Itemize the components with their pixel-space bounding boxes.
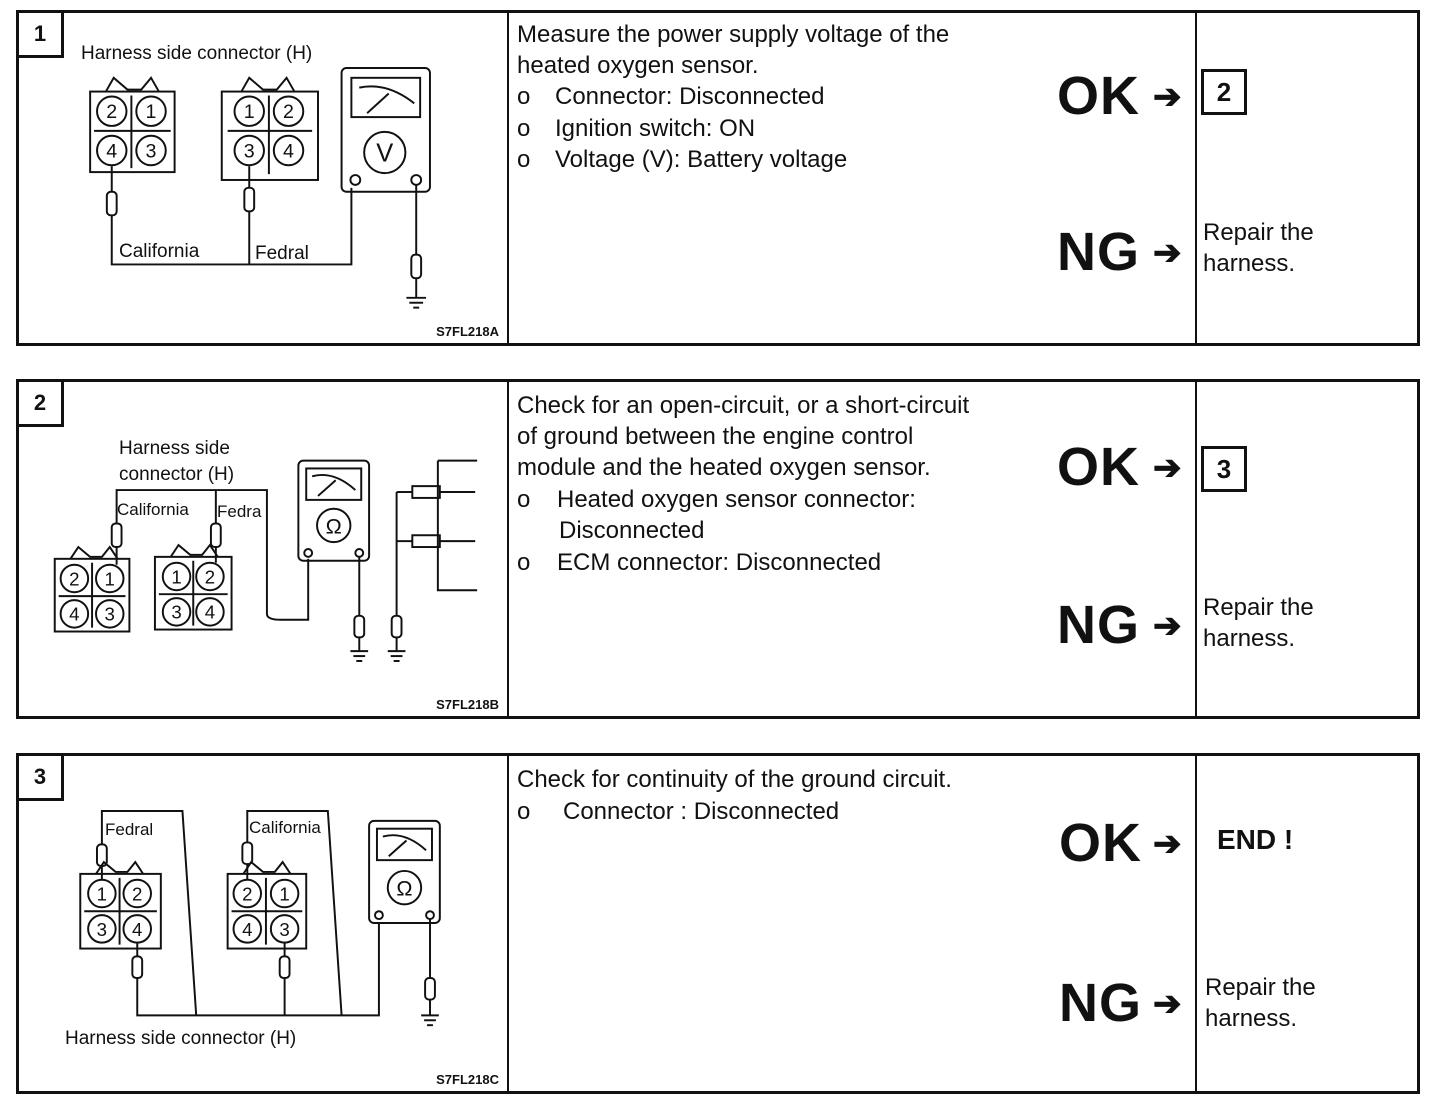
description-line: Measure the power supply voltage of the — [517, 21, 950, 48]
ng-label: NG — [1057, 222, 1140, 282]
meter-symbol: Ω — [396, 876, 412, 901]
pin-label: 4 — [242, 919, 252, 940]
step-1-description: Measure the power supply voltage of the … — [507, 13, 1197, 343]
goto-step-box: 2 — [1201, 69, 1247, 115]
ok-label: OK — [1057, 437, 1140, 497]
ok-label: OK — [1059, 813, 1142, 873]
arrow-right-icon: ➔ — [1153, 607, 1182, 645]
arrow-right-icon: ➔ — [1153, 78, 1182, 116]
arrow-right-icon: ➔ — [1153, 985, 1182, 1023]
bullet-mark: o — [517, 549, 531, 576]
step-1: 1 Harness side connector (H) — [16, 10, 1420, 346]
bullet-text: Heated oxygen sensor connector: — [557, 486, 916, 513]
harness-label-line: connector (H) — [119, 464, 235, 485]
ng-result-line: Repair the — [1203, 594, 1314, 621]
pin-label: 1 — [279, 883, 289, 904]
pin-label: 3 — [244, 140, 255, 162]
pin-label: 3 — [279, 919, 289, 940]
step-number: 1 — [19, 13, 64, 58]
meter-symbol: V — [376, 139, 393, 167]
ng-result-line: Repair the — [1205, 974, 1316, 1001]
bullet-mark: o — [517, 798, 531, 825]
step-number: 3 — [19, 756, 64, 801]
pin-label: 2 — [205, 566, 215, 587]
bullet-text: Ignition switch: ON — [555, 115, 756, 142]
pin-label: 3 — [97, 919, 107, 940]
pin-label: 2 — [132, 883, 142, 904]
figure-code: S7FL218A — [436, 324, 499, 339]
description-line: of ground between the engine control — [517, 423, 914, 450]
step-2-result: 3 Repair the harness. — [1195, 382, 1417, 716]
arrow-right-icon: ➔ — [1153, 449, 1182, 487]
pin-label: 3 — [146, 140, 157, 162]
pin-label: 3 — [105, 604, 115, 625]
step-2: 2 Harness side connector (H) — [16, 379, 1420, 719]
description-line: module and the heated oxygen sensor. — [517, 454, 931, 481]
figure-code: S7FL218C — [436, 1072, 499, 1087]
bullet-text: Connector: Disconnected — [555, 83, 825, 110]
wiring-diagram: 2 1 4 3 1 2 3 4 Ω — [53, 459, 478, 662]
pin-label: 1 — [146, 101, 157, 123]
pin-label: 3 — [171, 602, 181, 623]
step-3-result: END ! Repair the harness. — [1195, 756, 1417, 1091]
bullet-mark: o — [517, 115, 531, 142]
step-3-figure: 3 — [19, 756, 509, 1091]
bullet-text: Voltage (V): Battery voltage — [555, 146, 848, 173]
ng-result-line: harness. — [1203, 625, 1296, 652]
pin-label: 4 — [69, 604, 79, 625]
figure-code: S7FL218B — [436, 697, 499, 712]
fedral-label: Fedral — [105, 820, 154, 839]
wiring-diagram: 1 2 3 4 2 1 4 3 Ω — [79, 810, 441, 1027]
california-label: California — [249, 818, 321, 837]
step-1-figure: 1 Harness side connector (H) — [19, 13, 509, 343]
ng-result-line: harness. — [1205, 1005, 1298, 1032]
step-1-result: 2 Repair the harness. — [1195, 13, 1417, 343]
arrow-right-icon: ➔ — [1153, 234, 1182, 272]
bullet-mark: o — [517, 486, 531, 513]
description-line: heated oxygen sensor. — [517, 52, 759, 79]
pin-label: 4 — [106, 140, 117, 162]
pin-label: 1 — [244, 101, 255, 123]
pin-label: 2 — [69, 568, 79, 589]
ng-label: NG — [1059, 973, 1142, 1033]
step-2-description: Check for an open-circuit, or a short-ci… — [507, 382, 1197, 716]
step-3: 3 — [16, 753, 1420, 1094]
harness-label: Harness side connector (H) — [65, 1028, 297, 1049]
ng-result-line: harness. — [1203, 250, 1296, 277]
bullet-text-continued: Disconnected — [559, 517, 705, 544]
ng-result-line: Repair the — [1203, 219, 1314, 246]
pin-label: 1 — [97, 883, 107, 904]
california-label: California — [119, 241, 200, 262]
ok-label: OK — [1057, 66, 1140, 126]
bullet-text: ECM connector: Disconnected — [557, 549, 882, 576]
california-label: California — [117, 500, 189, 519]
harness-label: Harness side connector (H) — [81, 43, 313, 64]
harness-label-line: Harness side — [119, 438, 230, 459]
description-line: Check for an open-circuit, or a short-ci… — [517, 392, 970, 419]
pin-label: 1 — [171, 566, 181, 587]
fedral-label: Fedra — [217, 502, 262, 521]
ng-label: NG — [1057, 595, 1140, 655]
end-label: END ! — [1217, 824, 1294, 855]
pin-label: 4 — [283, 140, 294, 162]
arrow-right-icon: ➔ — [1153, 825, 1182, 863]
step-3-description: Check for continuity of the ground circu… — [507, 756, 1197, 1091]
bullet-text: Connector : Disconnected — [563, 798, 840, 825]
step-2-figure: 2 Harness side connector (H) — [19, 382, 509, 716]
pin-label: 4 — [205, 602, 215, 623]
wiring-diagram: 2 1 4 3 1 2 3 4 V — [89, 67, 431, 309]
bullet-mark: o — [517, 83, 531, 110]
goto-step-box: 3 — [1201, 446, 1247, 492]
pin-label: 4 — [132, 919, 142, 940]
pin-label: 1 — [105, 568, 115, 589]
pin-label: 2 — [242, 883, 252, 904]
pin-label: 2 — [283, 101, 294, 123]
fedral-label: Fedral — [255, 243, 309, 264]
meter-symbol: Ω — [326, 513, 342, 538]
step-number: 2 — [19, 382, 64, 427]
description-line: Check for continuity of the ground circu… — [517, 766, 952, 793]
bullet-mark: o — [517, 146, 531, 173]
pin-label: 2 — [106, 101, 117, 123]
